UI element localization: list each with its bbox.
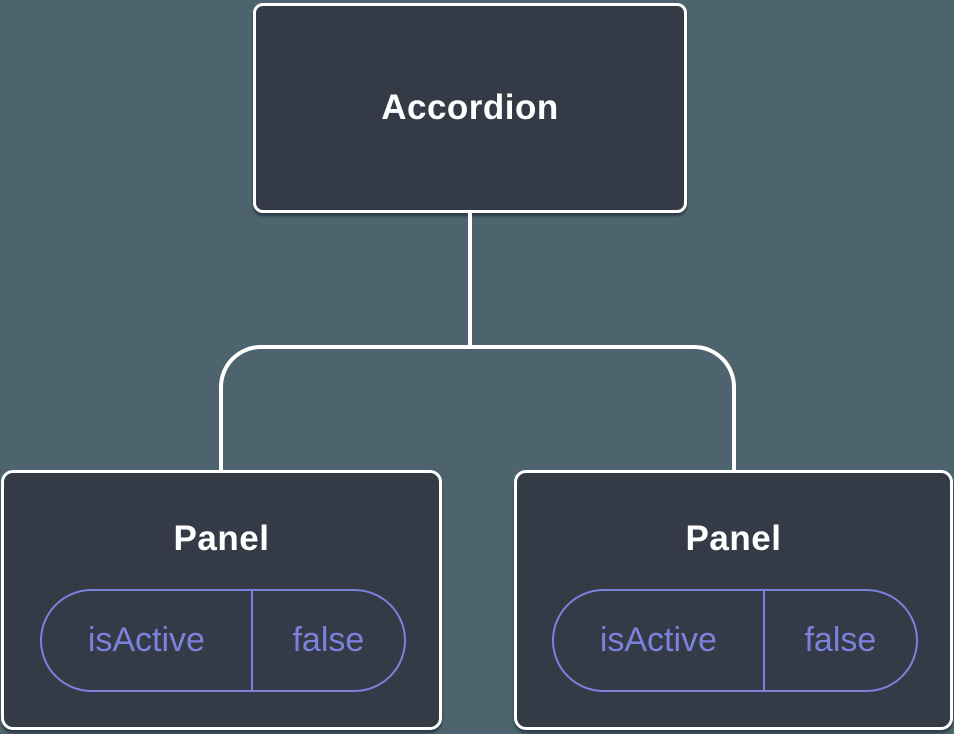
connector-branch-bracket xyxy=(219,345,736,473)
state-pill: isActive false xyxy=(40,589,406,692)
panel-node-label: Panel xyxy=(685,519,782,558)
state-pill-divider xyxy=(250,591,253,690)
state-pill-divider xyxy=(762,591,765,690)
state-value-label: false xyxy=(292,621,365,659)
tree-node-panel-right: Panel isActive false xyxy=(514,470,953,730)
state-key-label: isActive xyxy=(599,621,717,659)
panel-node-label: Panel xyxy=(173,519,270,558)
tree-node-accordion: Accordion xyxy=(253,3,687,213)
state-key-label: isActive xyxy=(87,621,205,659)
connector-trunk-line xyxy=(468,210,472,347)
state-pill: isActive false xyxy=(552,589,918,692)
tree-node-panel-left: Panel isActive false xyxy=(1,470,442,730)
accordion-node-label: Accordion xyxy=(381,88,559,127)
state-value-label: false xyxy=(804,621,877,659)
